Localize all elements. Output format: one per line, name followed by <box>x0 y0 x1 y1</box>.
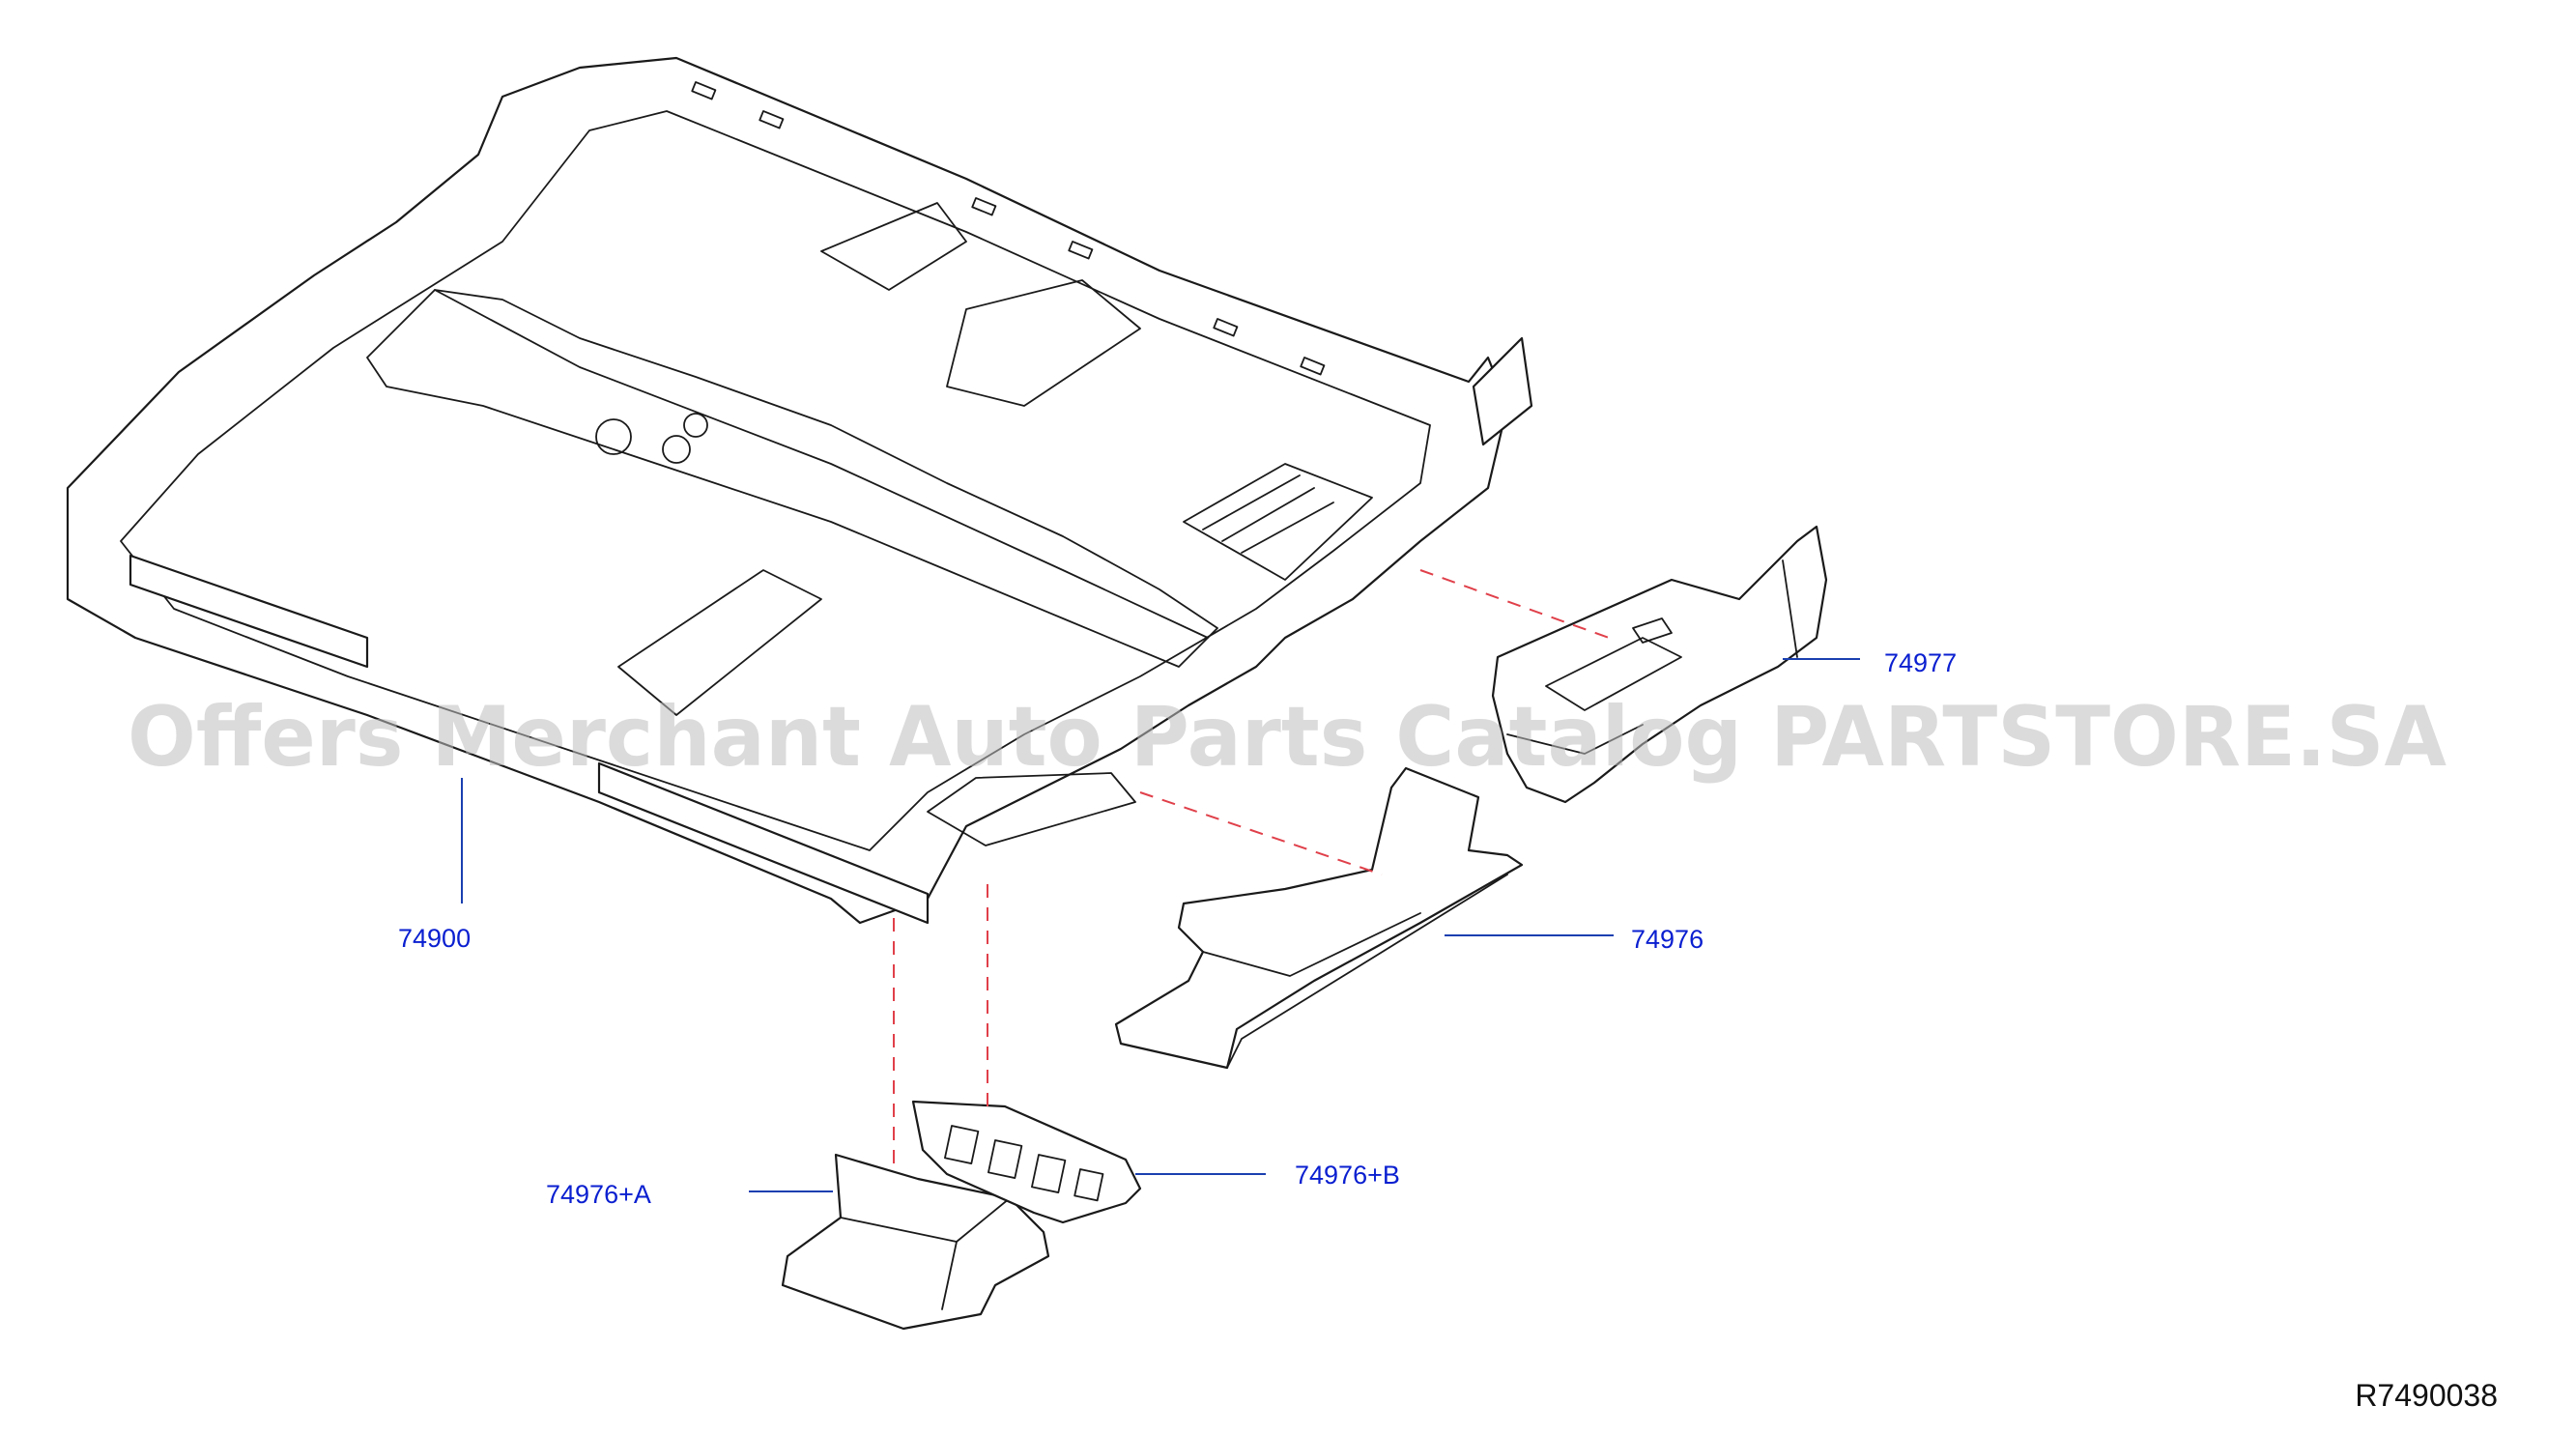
insulator-74977-drawing[interactable] <box>1491 525 1828 804</box>
part-label-74976-a[interactable]: 74976+A <box>546 1180 651 1209</box>
assembly-connectors <box>893 569 1610 1169</box>
diagram-reference-code: R7490038 <box>2355 1378 2498 1413</box>
floor-carpet-drawing[interactable] <box>66 56 1533 925</box>
connector-74977 <box>1419 569 1610 639</box>
part-label-74977[interactable]: 74977 <box>1884 648 1957 677</box>
connector-74976 <box>1139 791 1383 875</box>
watermark-text: Offers Merchant Auto Parts Catalog PARTS… <box>128 689 2447 786</box>
part-label-74976-b[interactable]: 74976+B <box>1295 1161 1400 1190</box>
leader-lines <box>461 658 1860 1192</box>
part-label-74976[interactable]: 74976 <box>1631 925 1703 954</box>
spacer-b-drawing[interactable] <box>911 1100 1142 1224</box>
part-label-74900[interactable]: 74900 <box>398 924 471 953</box>
spacer-74976-drawing[interactable] <box>1114 766 1524 1070</box>
